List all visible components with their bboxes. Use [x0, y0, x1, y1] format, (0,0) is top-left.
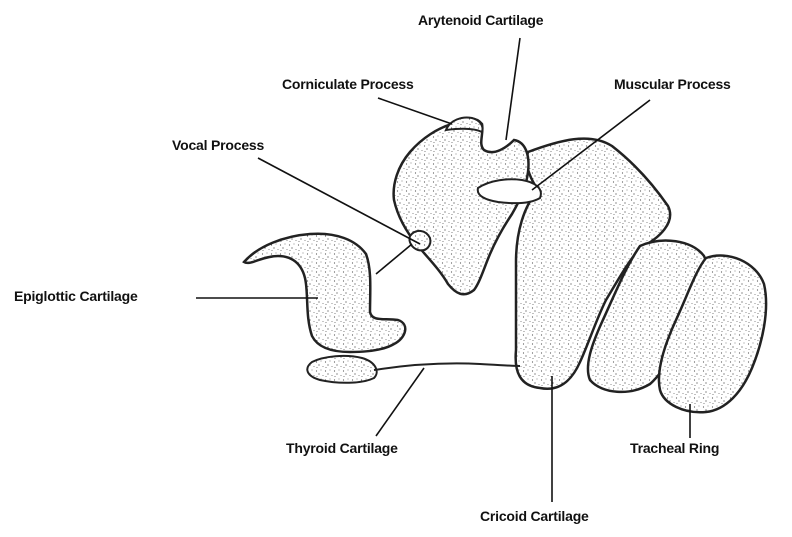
leader-corniculate	[378, 98, 452, 124]
muscular-process-shape	[478, 179, 541, 203]
arytenoid-cartilage-shape	[394, 119, 529, 295]
leader-arytenoid	[506, 38, 520, 140]
epiglottic-cartilage-shape	[244, 234, 405, 352]
leader-vocal-secondary	[376, 244, 412, 274]
thyroid-ligament-line	[374, 363, 520, 370]
label-epiglottic-cartilage: Epiglottic Cartilage	[14, 288, 138, 304]
label-muscular-process: Muscular Process	[614, 76, 731, 92]
label-arytenoid-cartilage: Arytenoid Cartilage	[418, 12, 543, 28]
label-cricoid-cartilage: Cricoid Cartilage	[480, 508, 589, 524]
label-vocal-process: Vocal Process	[172, 137, 264, 153]
leader-thyroid	[376, 368, 424, 436]
label-corniculate-process: Corniculate Process	[282, 76, 414, 92]
label-thyroid-cartilage: Thyroid Cartilage	[286, 440, 398, 456]
label-tracheal-ring: Tracheal Ring	[630, 440, 719, 456]
thyroid-cartilage-shape	[307, 356, 376, 383]
